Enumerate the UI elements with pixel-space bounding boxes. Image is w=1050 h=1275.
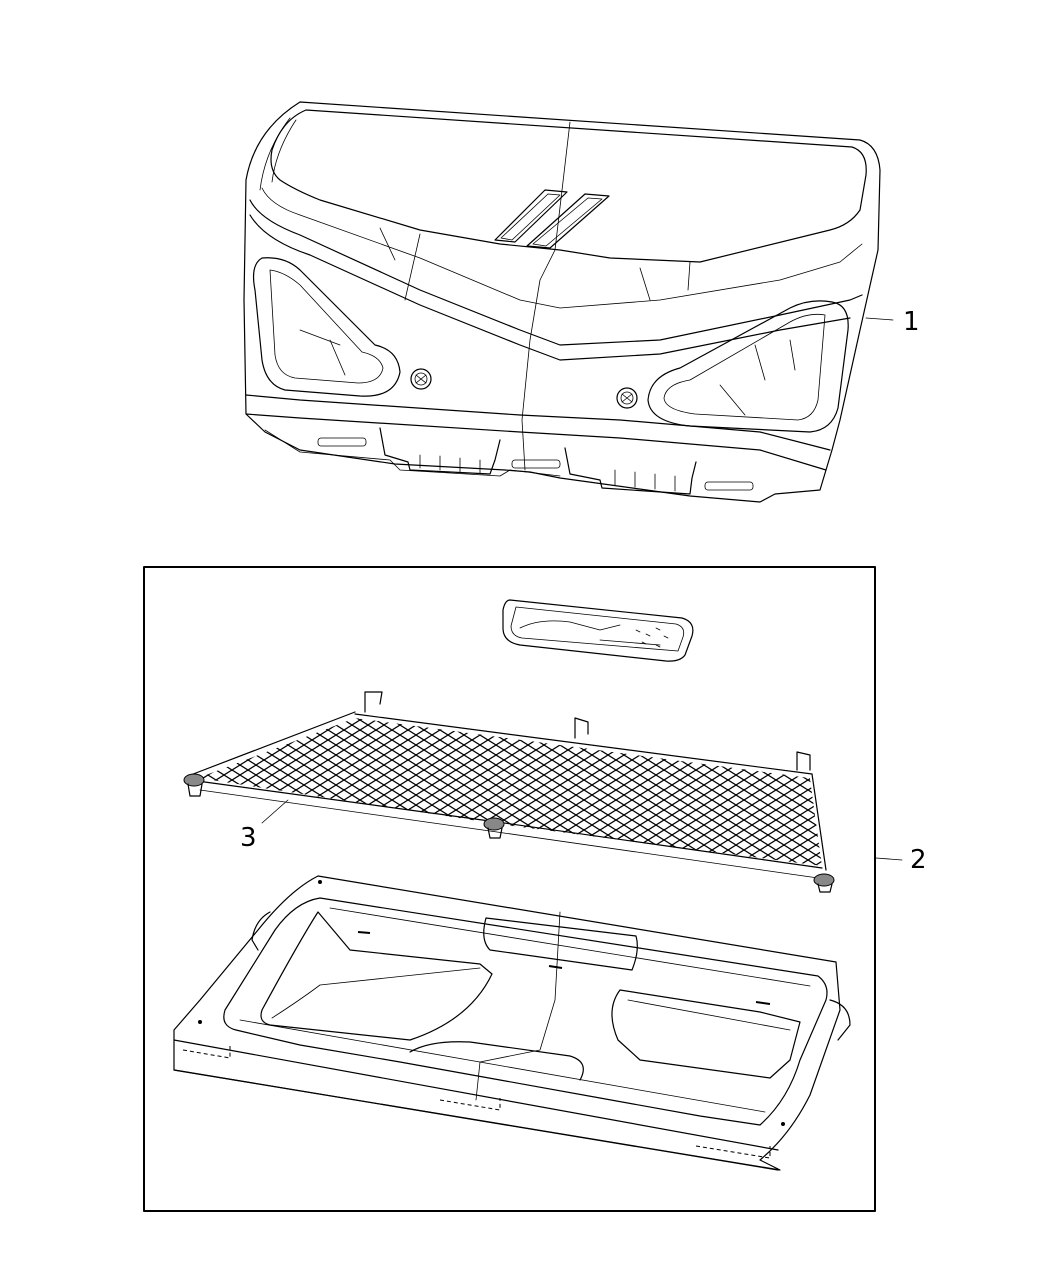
tray-handle-left: [251, 911, 271, 951]
net-hook-3: [796, 751, 811, 771]
recessed-grip-right: [647, 300, 849, 433]
handle-slot-left: [494, 189, 568, 243]
net-grommet-center: [483, 817, 505, 839]
net-hook-1: [364, 691, 383, 713]
insert-cover[interactable]: [502, 599, 694, 662]
callout-2-leader: [875, 857, 903, 861]
handle-slot-right: [526, 193, 610, 249]
kit-frame: [143, 566, 876, 1212]
recessed-grip-left: [252, 257, 401, 397]
tray-cover-opening: [483, 917, 638, 971]
screw-head-left: [410, 368, 432, 390]
cargo-tray[interactable]: [173, 875, 851, 1171]
callout-3-leader: [261, 799, 289, 824]
callout-1: 1: [903, 307, 920, 337]
net-grommet-left: [183, 773, 205, 797]
net-grommet-right: [813, 873, 835, 893]
storage-bin-part[interactable]: [243, 101, 881, 503]
base-tabs: [264, 427, 754, 495]
callout-3: 3: [240, 823, 257, 853]
callout-1-leader: [865, 317, 894, 321]
screw-head-right: [616, 387, 638, 409]
callout-2: 2: [910, 845, 927, 875]
cargo-net[interactable]: [183, 691, 835, 893]
net-hook-2: [574, 717, 589, 739]
tray-handle-right: [829, 999, 851, 1041]
